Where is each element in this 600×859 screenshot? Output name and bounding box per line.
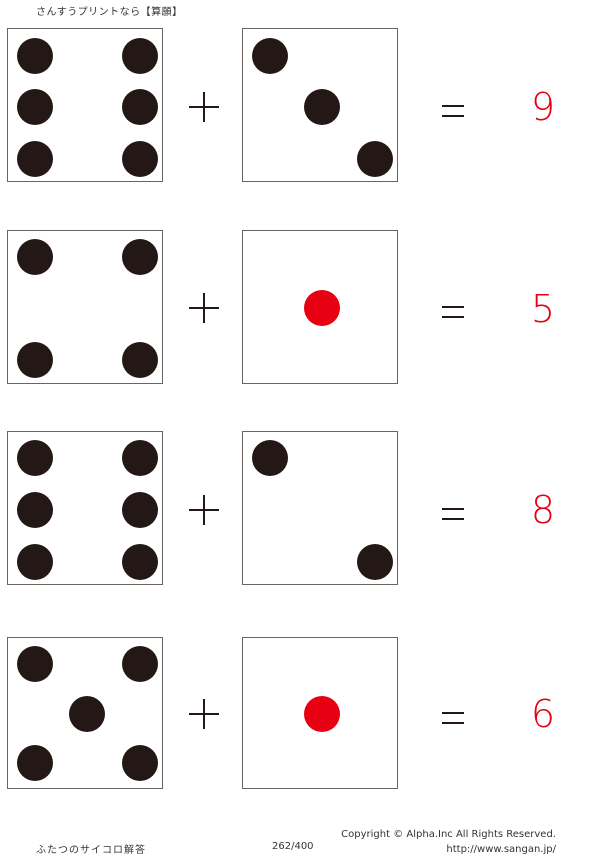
pip [17,745,53,781]
equals-sign-icon [442,508,464,520]
red-pip [304,290,340,326]
equals-sign-icon [442,306,464,318]
pip [122,646,158,682]
die-four [7,230,163,384]
footer-title: ふたつのサイコロ解答 [36,845,146,856]
pip [69,696,105,732]
answer-value: 5 [530,287,556,331]
pip [17,89,53,125]
pip [122,492,158,528]
pip [122,239,158,275]
pip [122,440,158,476]
pip [357,141,393,177]
answer-value: 8 [530,488,556,532]
pip [252,38,288,74]
pip [122,342,158,378]
pip [122,141,158,177]
die-six [7,28,163,182]
page-header-title: さんすうプリントなら【算願】 [36,7,183,18]
page-number: 262/400 [272,841,314,852]
pip [357,544,393,580]
pip [17,544,53,580]
pip [17,342,53,378]
pip [122,544,158,580]
equals-sign-icon [442,105,464,117]
problem-row-2: 5 [0,230,600,388]
die-one [242,230,398,384]
die-two [242,431,398,585]
die-six [7,431,163,585]
pip [17,646,53,682]
site-url-link[interactable]: http://www.sangan.jp/ [446,844,556,855]
die-five [7,637,163,789]
pip [17,141,53,177]
problem-row-3: 8 [0,431,600,589]
plus-sign-icon [189,495,219,525]
answer-value: 9 [530,85,556,129]
answer-value: 6 [530,692,556,736]
pip [304,89,340,125]
pip [252,440,288,476]
red-pip [304,696,340,732]
pip [17,239,53,275]
die-one [242,637,398,789]
pip [122,38,158,74]
plus-sign-icon [189,699,219,729]
copyright-text: Copyright © Alpha.Inc All Rights Reserve… [341,829,556,840]
pip [122,89,158,125]
pip [17,440,53,476]
plus-sign-icon [189,293,219,323]
problem-row-4: 6 [0,637,600,795]
problem-row-1: 9 [0,28,600,186]
pip [17,38,53,74]
plus-sign-icon [189,92,219,122]
die-three [242,28,398,182]
equals-sign-icon [442,712,464,724]
pip [17,492,53,528]
pip [122,745,158,781]
